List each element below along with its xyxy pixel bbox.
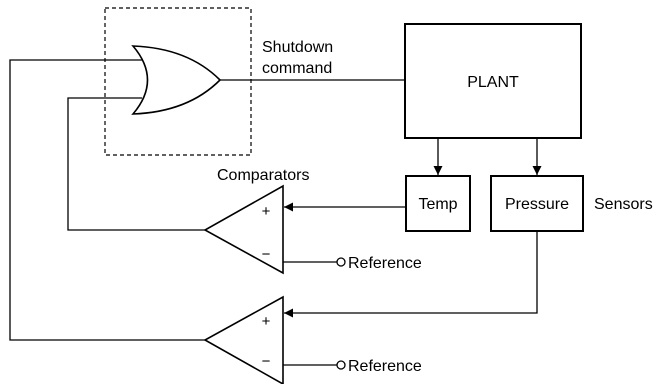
pressure-to-comparator-arrow bbox=[284, 231, 538, 318]
reference-bottom-terminal bbox=[336, 360, 346, 370]
comparator-top-minus: − bbox=[262, 246, 271, 263]
temp-label: Temp bbox=[418, 196, 457, 213]
comparator-top-plus: + bbox=[262, 203, 271, 220]
comparator-bottom-minus: − bbox=[262, 353, 271, 370]
comparator-bottom-output-line bbox=[9, 59, 205, 341]
comparator-bottom-plus: + bbox=[262, 313, 271, 330]
pressure-sensor-box bbox=[490, 175, 584, 232]
comparator-top bbox=[203, 184, 284, 275]
comparator-bottom bbox=[203, 295, 284, 384]
command-label: command bbox=[262, 60, 332, 77]
temp-sensor-box bbox=[405, 175, 471, 232]
or-gate-symbol bbox=[131, 45, 222, 115]
comparators-label: Comparators bbox=[217, 167, 309, 184]
comparator-top-output-line bbox=[67, 97, 205, 231]
or-gate-boundary bbox=[104, 7, 252, 156]
reference-top-terminal bbox=[336, 257, 346, 267]
reference-top-label: Reference bbox=[348, 255, 422, 272]
reference-bottom-label: Reference bbox=[348, 358, 422, 375]
plant-label: PLANT bbox=[467, 74, 519, 91]
sensors-label: Sensors bbox=[594, 196, 653, 213]
pressure-label: Pressure bbox=[505, 196, 569, 213]
shutdown-label: Shutdown bbox=[262, 39, 333, 56]
plant-box bbox=[404, 23, 582, 139]
